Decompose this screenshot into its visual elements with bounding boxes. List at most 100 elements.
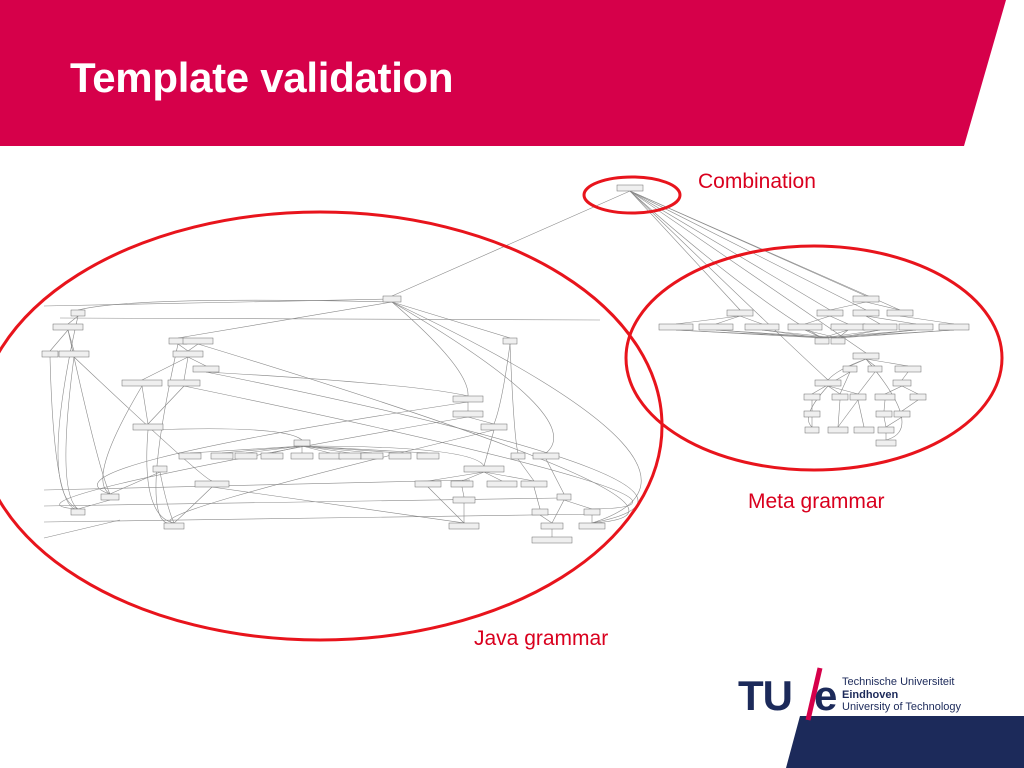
graph-node	[804, 426, 820, 434]
graph-edge	[43, 497, 561, 507]
graph-node	[787, 323, 823, 331]
graph-edge	[427, 486, 465, 524]
graph-node	[163, 522, 185, 530]
graph-node	[480, 423, 508, 431]
graph-edge	[141, 385, 149, 425]
graph-edge	[245, 445, 303, 454]
graph-node	[909, 393, 927, 401]
graph-node	[520, 480, 548, 488]
graph-edge	[483, 471, 535, 482]
graph-edge	[461, 486, 465, 498]
graph-edge	[865, 315, 917, 325]
tue-logo-mark: TU	[738, 672, 792, 719]
graph-edge	[43, 513, 601, 523]
graph-edge	[427, 471, 485, 482]
graph-edge	[539, 514, 553, 524]
graph-edge	[59, 317, 601, 321]
graph-node	[452, 496, 476, 504]
graph-node	[830, 337, 846, 345]
graph-edge	[629, 190, 741, 311]
graph-edge	[829, 315, 849, 325]
graph-edge	[865, 301, 901, 311]
tue-logo: TU e	[738, 667, 837, 721]
graph-node	[70, 508, 86, 516]
graph-edge	[467, 416, 495, 425]
graph-edge	[391, 301, 511, 339]
graph-node	[893, 410, 911, 418]
graph-edge	[901, 371, 909, 381]
logo-line-3: University of Technology	[842, 701, 962, 713]
graph-node	[849, 393, 867, 401]
graph-edge	[65, 356, 79, 510]
graph-edge	[197, 343, 630, 524]
graph-edge	[883, 416, 887, 428]
graph-node	[938, 323, 970, 331]
graph-edge	[629, 190, 867, 354]
graph-node	[531, 536, 573, 544]
graph-node	[52, 323, 84, 331]
graph-edge	[221, 445, 303, 454]
graph-edge	[187, 356, 207, 367]
graph-node	[132, 423, 164, 431]
graph-node	[540, 522, 564, 530]
graph-edge	[865, 315, 881, 325]
graph-edge	[509, 343, 519, 454]
graph-node	[862, 323, 898, 331]
java-grammar-ellipse	[0, 210, 664, 642]
graph-edge	[391, 190, 631, 297]
graph-edge	[173, 486, 213, 524]
graph-node	[658, 323, 694, 331]
graph-node	[416, 452, 440, 460]
graph-node	[382, 295, 402, 303]
graph-edge	[97, 401, 469, 495]
graph-edge	[205, 371, 639, 524]
graph-node	[698, 323, 734, 331]
graph-edges	[43, 190, 955, 539]
graph-edge	[155, 343, 179, 524]
java-grammar-label: Java grammar	[474, 627, 609, 650]
graph-edge	[715, 329, 839, 339]
graph-node	[726, 309, 754, 317]
graph-node	[152, 465, 168, 473]
graph-edge	[43, 298, 393, 307]
graph-edge	[77, 499, 111, 510]
graph-edge	[739, 315, 763, 325]
graph-node	[892, 379, 912, 387]
graph-node	[827, 426, 849, 434]
graph-node	[450, 480, 474, 488]
graph-edge	[629, 190, 831, 311]
graph-node	[831, 393, 849, 401]
graph-node	[814, 379, 842, 387]
header-band	[0, 0, 1006, 146]
graph-node	[531, 508, 549, 516]
graph-node	[852, 295, 880, 303]
graph-edge	[629, 190, 823, 339]
graph-edge	[839, 371, 851, 395]
graph-node	[182, 337, 214, 345]
graph-edge	[177, 301, 393, 339]
graph-edge	[77, 299, 393, 311]
graph-edge	[301, 445, 429, 454]
graph-edge	[205, 371, 469, 397]
graph-node	[875, 410, 893, 418]
graph-node	[875, 439, 897, 447]
graph-node	[318, 452, 342, 460]
graph-node	[853, 426, 875, 434]
graph-edge	[865, 358, 876, 367]
graph-edge	[563, 499, 593, 510]
graph-edge	[804, 329, 823, 339]
graph-edge	[857, 371, 876, 395]
graph-edge	[837, 399, 859, 428]
combination-label: Combination	[698, 170, 816, 193]
graph-edge	[804, 315, 831, 325]
graph-edge	[821, 329, 881, 339]
graph-node	[502, 337, 518, 345]
graph-node	[852, 309, 880, 317]
graph-edge	[147, 385, 185, 425]
graph-edge	[901, 385, 919, 395]
graph-edge	[883, 399, 886, 412]
graph-edge	[865, 358, 909, 367]
graph-edge	[73, 356, 213, 482]
graph-node	[452, 410, 484, 418]
graph-edge	[183, 356, 189, 381]
